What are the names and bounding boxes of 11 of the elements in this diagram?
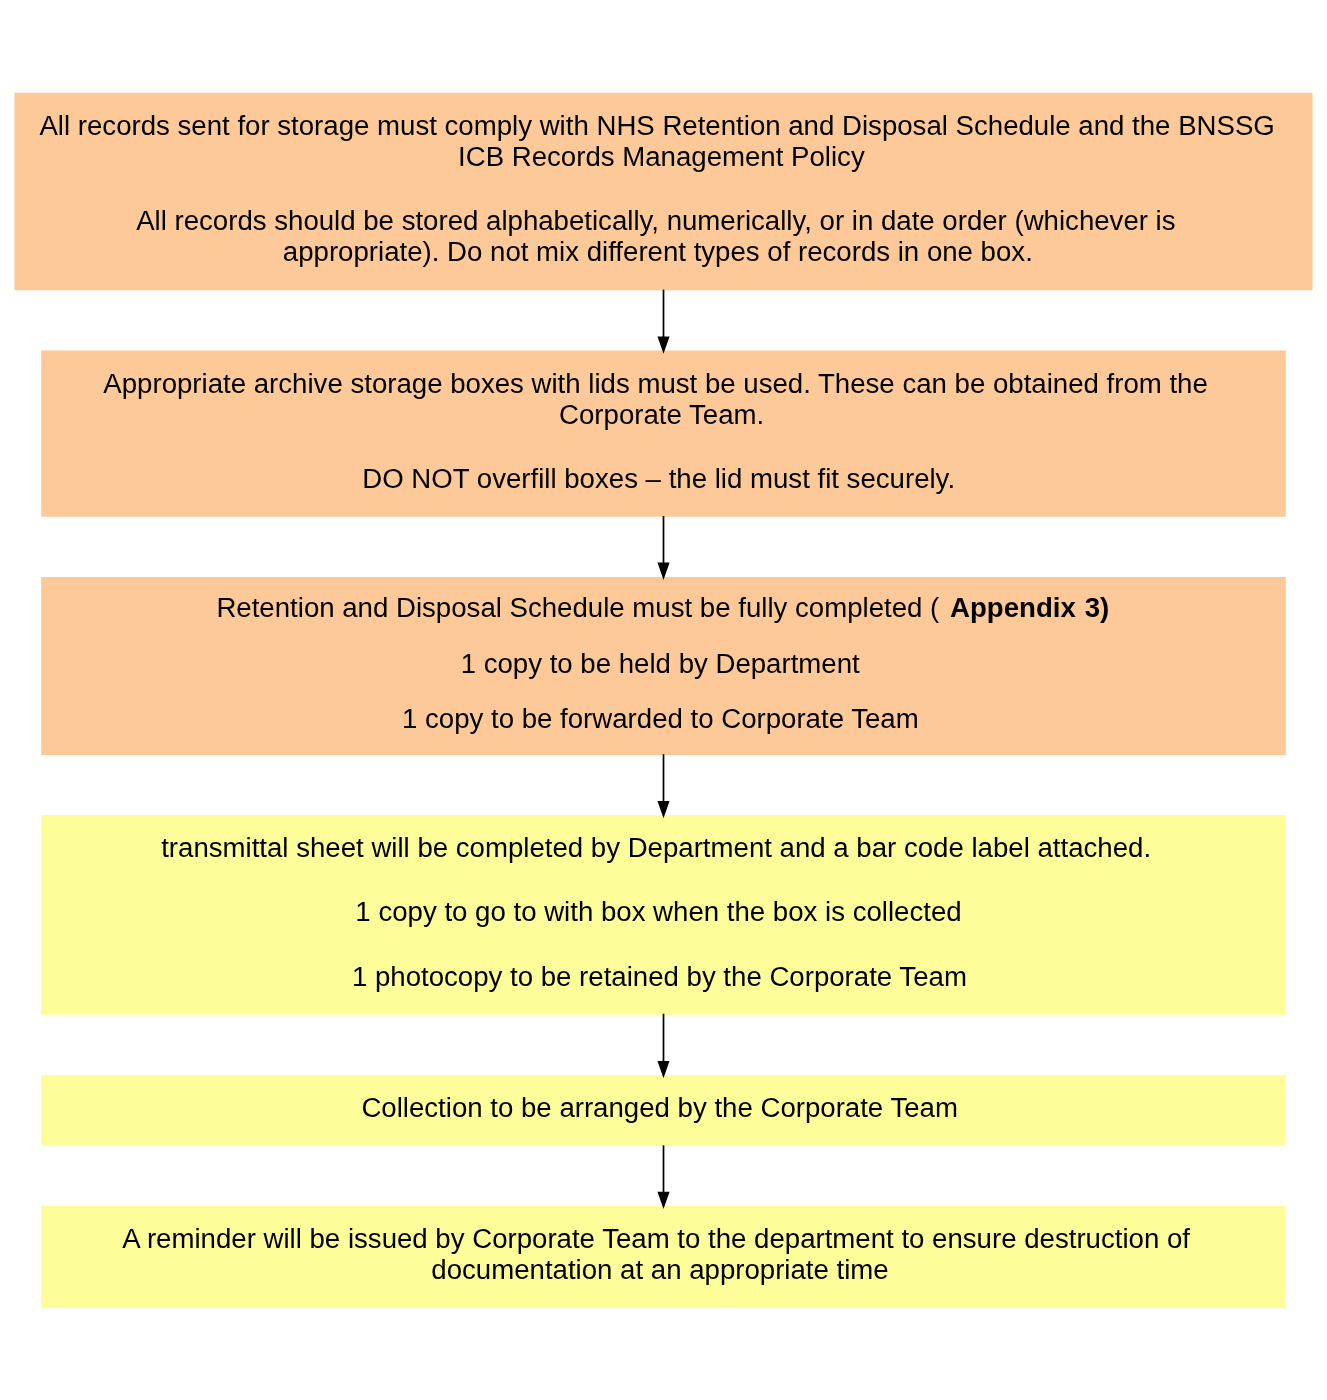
node-box: transmittal sheet will be completed by Department and a bar code label attached. 1 copy to go to with box when the box is collected 1 photocopy to be retained by the Corporate Team [41,814,1286,1015]
node-box: A reminder will be issued by Corporate Team to the department to ensure destruction of documentation at an appropriate time [41,1205,1286,1308]
arrow [657,1012,670,1078]
arrow [657,288,670,354]
node-box: Appropriate archive storage boxes with lids must be used. These can be obtained from the Corporate Team. DO NOT overfill boxes – the lid must fit securely. [41,349,1286,517]
arrow [657,514,670,580]
node-box: All records sent for storage must comply with NHS Retention and Disposal Schedule and the BNSSG ICB Records Management Policy All records should be stored alphabetically, numerically, or in date order (whichever is appropriate). Do not mix different types of records in one box. [14,92,1313,290]
arrow [657,1143,670,1209]
arrow [657,752,670,818]
node-box: Collection to be arranged by the Corporate Team [41,1074,1286,1146]
node-box: Retention and Disposal Schedule must be fully completed (Appendix 3) 1 copy to be held by Department 1 copy to be forwarded to Corporate Team [41,576,1286,755]
